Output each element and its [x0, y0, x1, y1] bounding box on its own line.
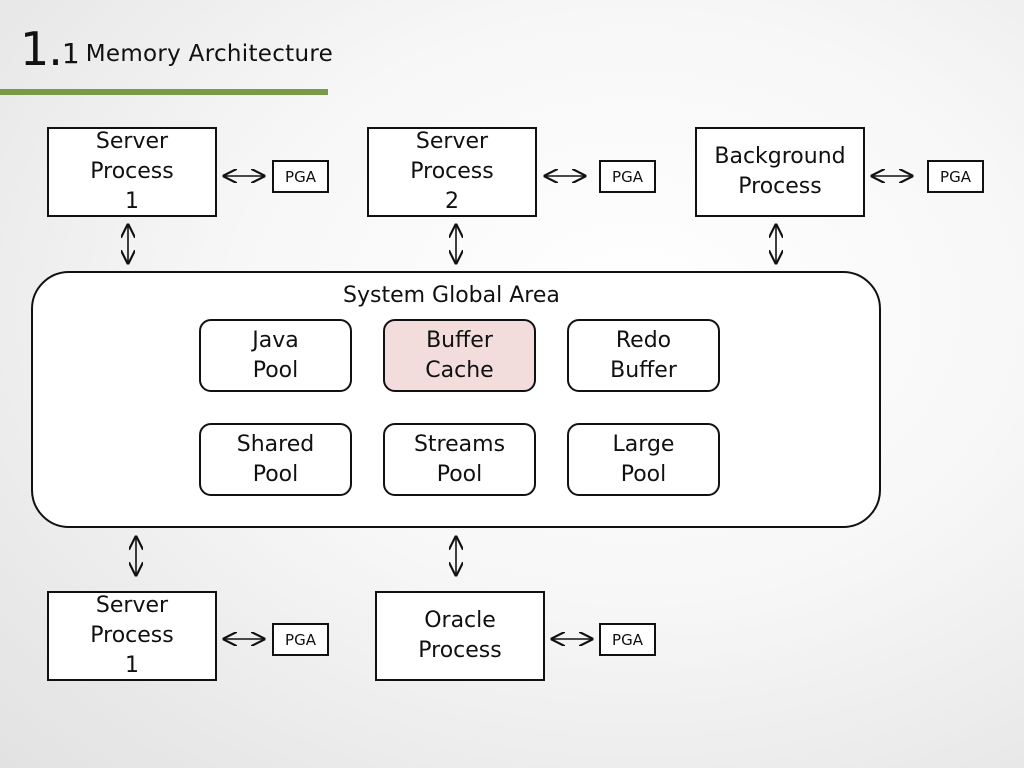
java-pool: Java Pool	[199, 319, 352, 392]
pga-label: PGA	[940, 167, 971, 186]
pga-box: PGA	[927, 160, 984, 193]
shared-pool-label: Shared Pool	[236, 431, 315, 487]
background-process-box: Background Process	[695, 127, 865, 217]
java-pool-label: Java Pool	[252, 327, 299, 383]
sga-title: System Global Area	[343, 283, 560, 308]
redo-buffer-label: Redo Buffer	[610, 327, 677, 383]
subsection-number: 1	[61, 37, 80, 70]
streams-pool-label: Streams Pool	[413, 431, 506, 487]
pga-label: PGA	[612, 630, 643, 649]
server-process-1-box: Server Process 1	[47, 127, 217, 217]
server-process-2-label: Server Process 2	[410, 129, 494, 214]
title-text: Memory Architecture	[85, 41, 334, 67]
server-process-2-box: Server Process 2	[367, 127, 537, 217]
slide-title: 1. 1 Memory Architecture	[20, 24, 333, 74]
buffer-cache-label: Buffer Cache	[425, 327, 494, 383]
server-process-1-bottom-label: Server Process 1	[90, 593, 174, 678]
redo-buffer: Redo Buffer	[567, 319, 720, 392]
streams-pool: Streams Pool	[383, 423, 536, 496]
pga-box: PGA	[599, 623, 656, 656]
server-process-1-label: Server Process 1	[90, 129, 174, 214]
section-number: 1.	[20, 22, 63, 76]
pga-box: PGA	[599, 160, 656, 193]
buffer-cache: Buffer Cache	[383, 319, 536, 392]
oracle-process-box: Oracle Process	[375, 591, 545, 681]
pga-box: PGA	[272, 623, 329, 656]
large-pool: Large Pool	[567, 423, 720, 496]
system-global-area: System Global Area	[31, 271, 881, 528]
large-pool-label: Large Pool	[612, 431, 675, 487]
background-process-label: Background Process	[714, 144, 846, 199]
title-accent-bar	[0, 89, 328, 95]
pga-box: PGA	[272, 160, 329, 193]
server-process-1-bottom-box: Server Process 1	[47, 591, 217, 681]
pga-label: PGA	[612, 167, 643, 186]
pga-label: PGA	[285, 630, 316, 649]
shared-pool: Shared Pool	[199, 423, 352, 496]
oracle-process-label: Oracle Process	[418, 608, 502, 663]
pga-label: PGA	[285, 167, 316, 186]
